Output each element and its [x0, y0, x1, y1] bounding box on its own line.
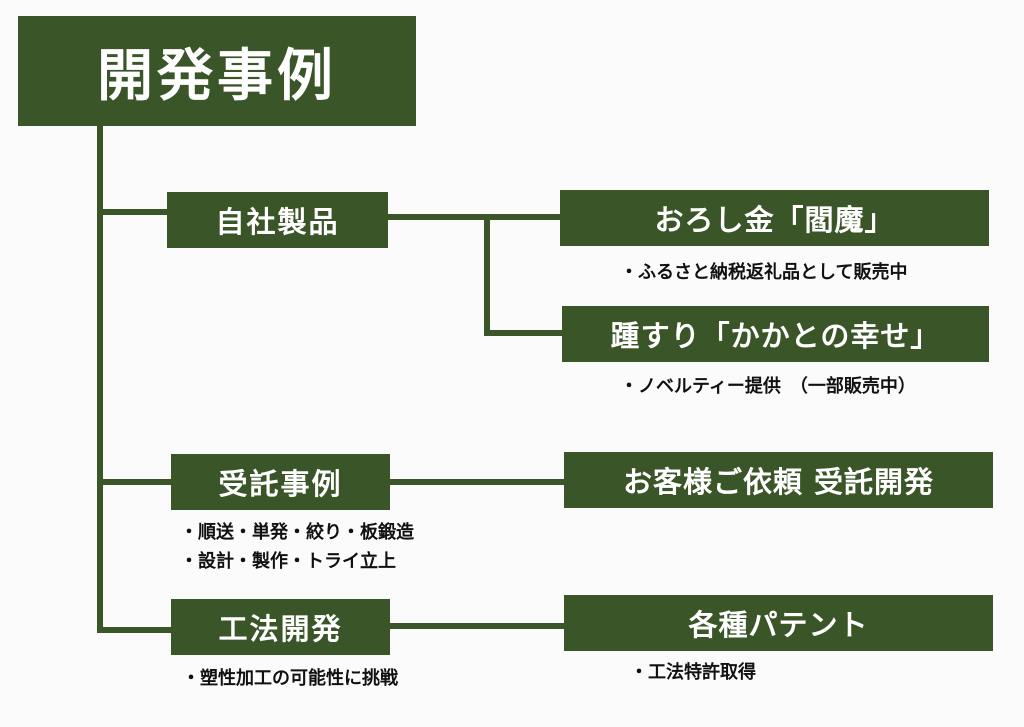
- product-heel-file: 踵すり「かかとの幸せ」: [562, 306, 989, 362]
- category-consign-cases: 受託事例: [171, 454, 390, 510]
- connector-own-products: [386, 214, 560, 220]
- branch-method: [97, 627, 173, 633]
- connector-method-product: [390, 623, 566, 629]
- branch-consign: [97, 479, 173, 485]
- note-method: ・塑性加工の可能性に挑戦: [182, 668, 398, 689]
- connector-consign-product: [390, 479, 566, 485]
- note-consign-2: ・設計・製作・トライ立上: [180, 551, 396, 572]
- trunk-line: [97, 126, 103, 632]
- note-grater: ・ふるさと納税返礼品として販売中: [620, 262, 908, 283]
- category-method-dev: 工法開発: [171, 599, 390, 655]
- product-patents: 各種パテント: [564, 595, 993, 651]
- branch-own: [97, 209, 169, 215]
- category-own-products: 自社製品: [167, 192, 388, 248]
- product-grater: おろし金「閻魔」: [560, 190, 989, 246]
- page-title: 開発事例: [18, 16, 416, 126]
- note-patents: ・工法特許取得: [630, 662, 756, 683]
- connector-own-second: [484, 330, 564, 336]
- product-consign-dev: お客様ご依頼 受託開発: [564, 452, 993, 508]
- connector-own-vertical: [484, 214, 490, 336]
- note-consign-1: ・順送・単発・絞り・板鍛造: [180, 522, 414, 543]
- note-heel-file: ・ノベルティー提供 （一部販売中）: [620, 376, 916, 397]
